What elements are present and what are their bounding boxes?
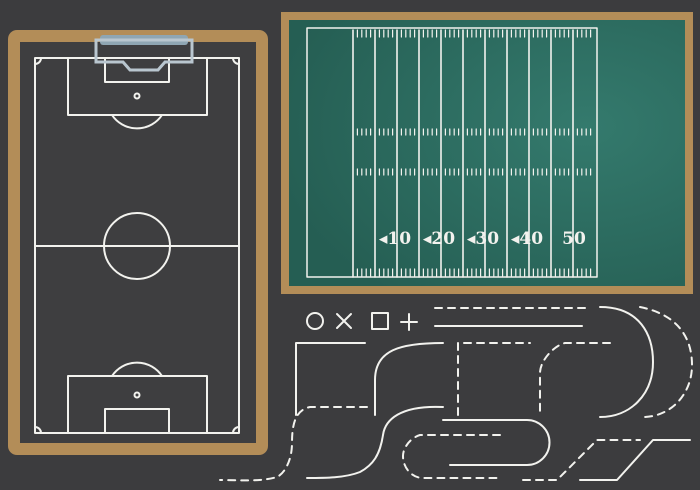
- yard-number: ◂30: [467, 229, 499, 249]
- square-icon: [371, 312, 389, 330]
- soccer-clipboard: [8, 30, 268, 455]
- clipboard-clip: [94, 35, 194, 72]
- plus-icon: [400, 313, 418, 331]
- play-routes: [219, 306, 693, 482]
- yard-number: ◂40: [511, 229, 543, 249]
- soccer-field: [34, 57, 240, 434]
- football-field: [306, 27, 598, 278]
- yard-number: ◂20: [423, 229, 455, 249]
- football-chalkboard: ◂10 ◂20 ◂30 ◂40 50: [281, 12, 693, 294]
- yard-number: ◂10: [379, 229, 411, 249]
- yard-number: 50: [562, 229, 586, 249]
- circle-icon: [306, 312, 324, 330]
- play-symbols: [306, 312, 418, 331]
- cross-icon: [336, 313, 352, 329]
